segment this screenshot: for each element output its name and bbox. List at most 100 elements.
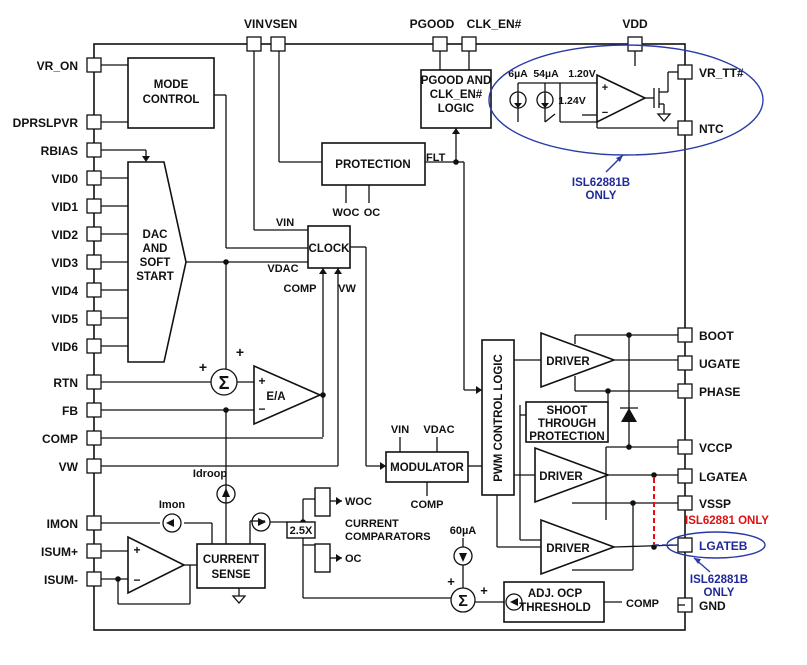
mode-control-block: MODE CONTROL (127, 57, 215, 129)
svg-text:THROUGH: THROUGH (538, 418, 596, 430)
svg-text:−: − (133, 573, 140, 587)
svg-text:SOFT: SOFT (140, 257, 171, 269)
pin-vccp (677, 439, 693, 455)
pin-label-vid5: VID5 (51, 312, 78, 326)
note-isl62881b-bottom-1: ISL62881B (690, 574, 748, 586)
pin-label-dprslpvr: DPRSLPVR (13, 116, 79, 130)
pin-label-ntc: NTC (699, 122, 724, 136)
pin-label-rbias: RBIAS (41, 144, 78, 158)
pin-vid4 (86, 282, 102, 298)
modulator-block: MODULATOR (385, 451, 469, 483)
label-comparators-1: CURRENT (345, 518, 399, 530)
pin-label-boot: BOOT (699, 329, 734, 343)
pin-label-clk-en: CLK_EN# (467, 17, 522, 31)
pin-label-lgatea: LGATEA (699, 470, 748, 484)
pin-imon (86, 515, 102, 531)
svg-text:PWM CONTROL LOGIC: PWM CONTROL LOGIC (493, 354, 505, 482)
svg-text:+: + (447, 574, 455, 589)
pin-label-vid1: VID1 (51, 200, 78, 214)
svg-text:ADJ. OCP: ADJ. OCP (528, 588, 583, 600)
label-6ua: 6µA (508, 68, 528, 80)
pin-vsen (270, 36, 286, 52)
pin-vr-tt (677, 64, 693, 80)
pin-vssp (677, 495, 693, 511)
signal-labels: FLT WOC OC VIN VDAC COMP VW VIN VDAC COM… (159, 68, 659, 610)
pin-label-fb: FB (62, 404, 78, 418)
pin-label-isum-plus: ISUM+ (41, 545, 78, 559)
label-1-24v: 1.24V (558, 95, 585, 107)
pin-label-vdd: VDD (622, 17, 648, 31)
pin-pgood (432, 36, 448, 52)
label-vdac-mod: VDAC (423, 424, 454, 436)
svg-text:LOGIC: LOGIC (438, 103, 474, 115)
svg-text:PGOOD AND: PGOOD AND (421, 75, 492, 87)
error-summing-junction: Σ + + (199, 344, 244, 396)
pin-vr-on (86, 57, 102, 73)
label-vin-clock: VIN (276, 217, 294, 229)
svg-text:START: START (136, 271, 173, 283)
pin-label-vid3: VID3 (51, 256, 78, 270)
isl62881b-bottom-ellipse (666, 531, 766, 559)
pin-vdd (627, 36, 643, 52)
note-isl62881b-bottom-2: ONLY (704, 587, 735, 599)
pin-label-isum-minus: ISUM- (44, 573, 78, 587)
svg-text:+: + (258, 374, 265, 388)
label-comp-clock: COMP (284, 283, 317, 295)
label-vw-clock: VW (338, 283, 356, 295)
pin-label-vid4: VID4 (51, 284, 78, 298)
pin-label-vid0: VID0 (51, 172, 78, 186)
svg-text:Σ: Σ (219, 373, 230, 393)
note-isl62881-only: ISL62881 ONLY (685, 515, 769, 527)
pin-label-phase: PHASE (699, 385, 740, 399)
dac-soft-start-block: DAC AND SOFT START (127, 161, 187, 363)
pin-phase (677, 383, 693, 399)
svg-text:DRIVER: DRIVER (546, 543, 590, 555)
pin-fb (86, 402, 102, 418)
svg-text:AND: AND (143, 243, 168, 255)
svg-text:MODE: MODE (154, 79, 189, 91)
pin-vid1 (86, 198, 102, 214)
pin-label-vid2: VID2 (51, 228, 78, 242)
svg-text:PROTECTION: PROTECTION (529, 431, 604, 443)
note-isl62881b-top-1: ISL62881B (572, 177, 630, 189)
pin-rtn (86, 374, 102, 390)
pin-vid6 (86, 338, 102, 354)
pin-isum-minus (86, 571, 102, 587)
shoot-through-protection-block: SHOOT THROUGH PROTECTION (525, 401, 609, 443)
svg-text:DAC: DAC (143, 229, 168, 241)
pin-label-lgateb: LGATEB (699, 539, 748, 553)
svg-text:CONTROL: CONTROL (143, 94, 200, 106)
pin-vid2 (86, 226, 102, 242)
pin-label-comp: COMP (42, 432, 78, 446)
pin-label-vin: VIN (244, 17, 264, 31)
svg-text:+: + (602, 82, 608, 94)
label-comp-mod: COMP (411, 499, 444, 511)
driver-lower: DRIVER (540, 518, 617, 576)
pin-rbias (86, 142, 102, 158)
pwm-control-logic-block: PWM CONTROL LOGIC (481, 339, 515, 496)
label-vin-mod: VIN (391, 424, 409, 436)
pin-label-vssp: VSSP (699, 497, 731, 511)
label-1-20v: 1.20V (568, 68, 595, 80)
top-pins: VIN VSEN PGOOD CLK_EN# VDD (244, 17, 648, 52)
pin-label-imon: IMON (47, 517, 78, 531)
svg-text:−: − (258, 402, 265, 416)
pin-label-vid6: VID6 (51, 340, 78, 354)
pin-label-gnd: GND (699, 599, 726, 613)
label-60ua: 60µA (450, 525, 477, 537)
svg-text:+: + (199, 359, 207, 375)
pin-label-vccp: VCCP (699, 441, 732, 455)
label-comp-ocp: COMP (626, 598, 659, 610)
svg-text:PROTECTION: PROTECTION (335, 159, 410, 171)
pin-vw (86, 458, 102, 474)
svg-text:−: − (602, 107, 608, 119)
pin-vid5 (86, 310, 102, 326)
svg-text:+: + (133, 543, 140, 557)
label-oc-comparator: OC (345, 553, 362, 565)
svg-text:E/A: E/A (266, 391, 285, 403)
svg-text:SENSE: SENSE (212, 569, 251, 581)
pin-lgatea (677, 468, 693, 484)
label-idroop: Idroop (193, 468, 227, 480)
pin-label-vsen: VSEN (265, 17, 298, 31)
